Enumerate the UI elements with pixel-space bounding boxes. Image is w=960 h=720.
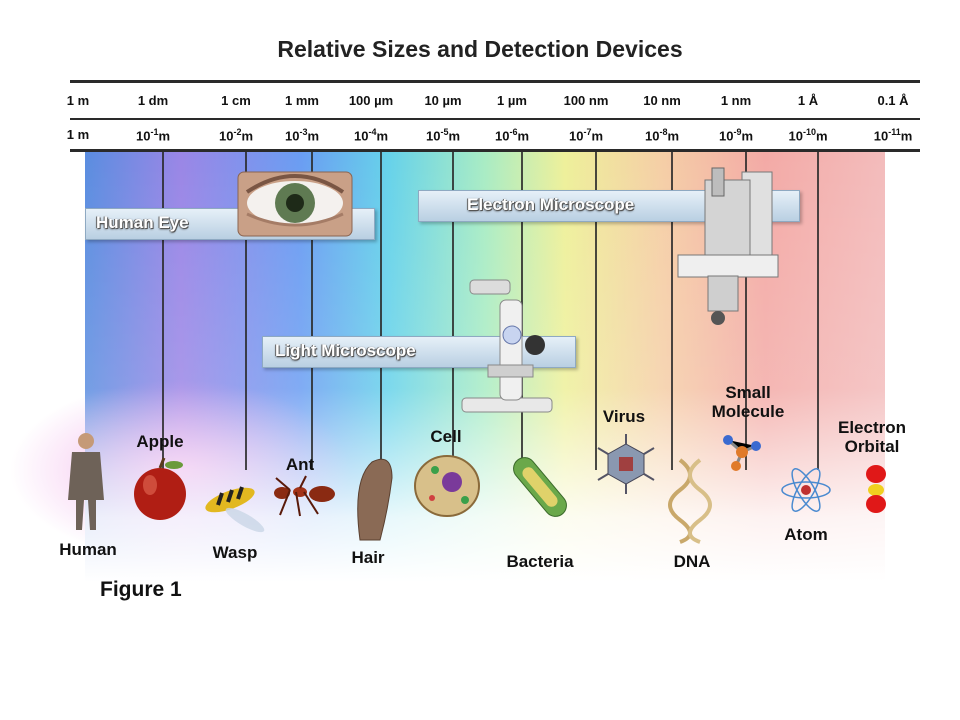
label-cell: Cell (430, 427, 462, 446)
label-ant: Ant (285, 455, 315, 474)
label-dna: DNA (673, 552, 711, 571)
unit-label-11: 0.1 Å (877, 93, 909, 108)
power-label-7: 10-7m (568, 127, 604, 144)
unit-label-5: 10 µm (424, 93, 462, 108)
figure-label: Figure 1 (100, 578, 182, 601)
top-rule (70, 80, 920, 83)
unit-label-6: 1 µm (497, 93, 527, 108)
label-human: Human (59, 540, 117, 559)
unit-label-0: 1 m (66, 93, 90, 108)
human-eye-banner: Human Eye (85, 208, 375, 240)
label-small-molecule: Small Molecule (711, 383, 785, 421)
label-virus: Virus (602, 407, 646, 426)
electron-microscope-label: Electron Microscope (467, 195, 635, 214)
middle-rule (70, 118, 920, 120)
human-eye-label: Human Eye (96, 213, 189, 232)
unit-label-10: 1 Å (797, 93, 819, 108)
power-scale-row: 1 m 10-1m 10-2m 10-3m 10-4m 10-5m 10-6m 10-7m 10… (0, 127, 960, 147)
power-label-0: 1 m (66, 127, 90, 142)
power-label-9: 10-9m (718, 127, 754, 144)
power-label-2: 10-2m (218, 127, 254, 144)
label-wasp: Wasp (212, 543, 258, 562)
power-label-6: 10-6m (494, 127, 530, 144)
label-hair: Hair (351, 548, 385, 567)
bottom-rule (70, 149, 920, 152)
power-label-10: 10-10m (788, 127, 828, 144)
unit-label-7: 100 nm (563, 93, 609, 108)
label-bacteria: Bacteria (506, 552, 574, 571)
power-label-5: 10-5m (425, 127, 461, 144)
unit-label-1: 1 dm (137, 93, 169, 108)
label-atom: Atom (784, 525, 828, 544)
light-microscope-label: Light Microscope (275, 341, 416, 360)
electron-microscope-banner: Electron Microscope (418, 190, 800, 222)
power-label-4: 10-4m (353, 127, 389, 144)
unit-scale-row: 1 m 1 dm 1 cm 1 mm 100 µm 10 µm 1 µm 100 nm 10 n… (0, 93, 960, 113)
unit-label-3: 1 mm (285, 93, 319, 108)
power-label-3: 10-3m (284, 127, 320, 144)
unit-label-8: 10 nm (643, 93, 681, 108)
unit-label-2: 1 cm (221, 93, 251, 108)
power-label-1: 10-1m (135, 127, 171, 144)
power-label-11: 10-11m (873, 127, 913, 144)
unit-label-9: 1 nm (720, 93, 752, 108)
diagram-title: Relative Sizes and Detection Devices (277, 36, 683, 62)
power-label-8: 10-8m (644, 127, 680, 144)
label-electron-orbital: Electron Orbital (837, 418, 907, 456)
light-microscope-banner: Light Microscope (262, 336, 576, 368)
unit-label-4: 100 µm (348, 93, 394, 108)
label-apple: Apple (136, 432, 184, 451)
